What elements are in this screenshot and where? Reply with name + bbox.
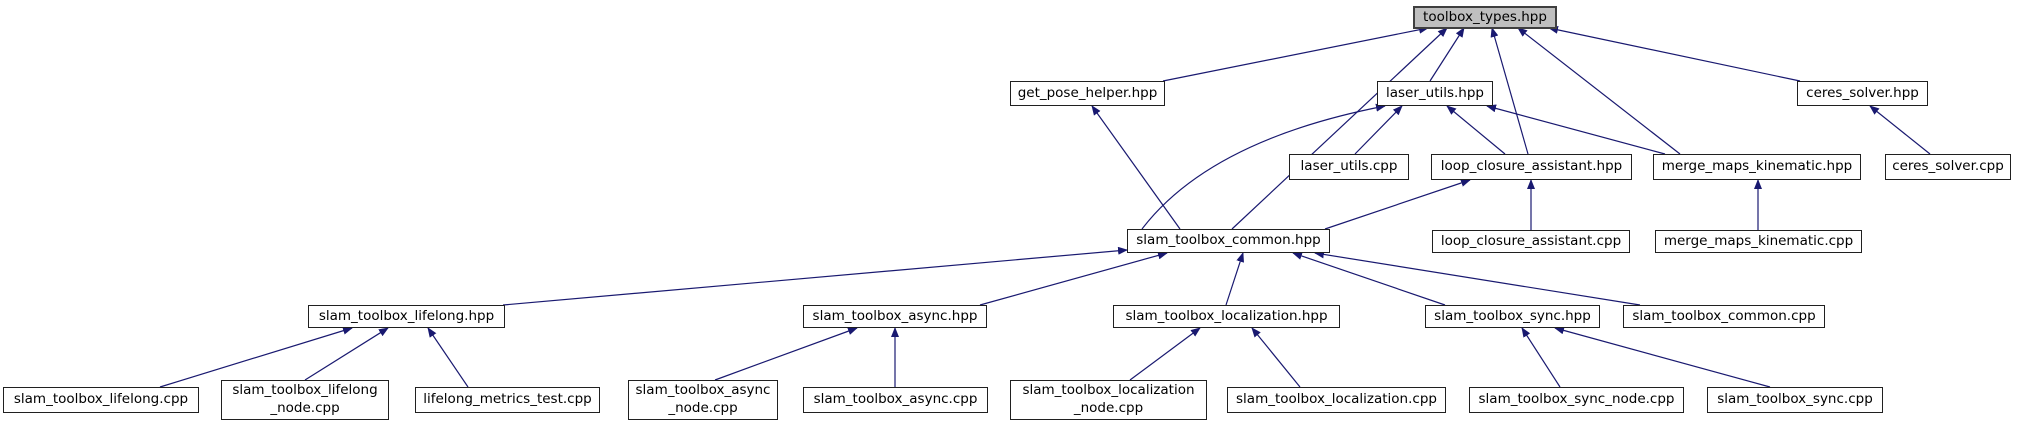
node-label: slam_toolbox_localization — [1022, 382, 1195, 399]
node-get-pose-helper-hpp[interactable]: get_pose_helper.hpp — [1010, 81, 1165, 106]
node-label: slam_toolbox_sync.hpp — [1434, 307, 1591, 324]
node-laser-utils-cpp[interactable]: laser_utils.cpp — [1289, 154, 1409, 180]
node-label: slam_toolbox_lifelong — [232, 382, 378, 399]
node-label: _node.cpp — [270, 400, 340, 416]
node-label: laser_utils.cpp — [1300, 158, 1398, 175]
node-label: _node.cpp — [1073, 400, 1144, 416]
node-ceres-solver-hpp[interactable]: ceres_solver.hpp — [1797, 81, 1928, 106]
node-label: lifelong_metrics_test.cpp — [423, 391, 592, 408]
node-ceres-solver-cpp[interactable]: ceres_solver.cpp — [1885, 154, 2011, 180]
node-slam-toolbox-localization-node-cpp[interactable]: slam_toolbox_localization_node.cpp — [1010, 380, 1207, 420]
edge-merge-maps-kinematic-hpp-to-laser-utils-hpp — [1486, 104, 1666, 155]
edge-slam-toolbox-localization-hpp-to-slam-toolbox-common-hpp — [1225, 252, 1245, 306]
node-slam-toolbox-localization-cpp[interactable]: slam_toolbox_localization.cpp — [1227, 387, 1446, 413]
node-slam-toolbox-common-hpp[interactable]: slam_toolbox_common.hpp — [1127, 229, 1330, 253]
edge-slam-toolbox-common-hpp-to-get-pose-helper-hpp — [1091, 105, 1181, 230]
edge-slam-toolbox-lifelong-hpp-to-slam-toolbox-common-hpp — [502, 246, 1128, 306]
node-label: slam_toolbox_lifelong.hpp — [318, 307, 495, 324]
node-label: get_pose_helper.hpp — [1017, 84, 1158, 101]
node-label: loop_closure_assistant.cpp — [1440, 232, 1622, 249]
node-label: slam_toolbox_common.cpp — [1632, 307, 1816, 324]
edge-slam-toolbox-sync-node-cpp-to-slam-toolbox-sync-hpp — [1521, 327, 1561, 388]
node-slam-toolbox-lifelong-cpp[interactable]: slam_toolbox_lifelong.cpp — [3, 387, 199, 413]
node-slam-toolbox-async-node-cpp[interactable]: slam_toolbox_async_node.cpp — [628, 380, 778, 420]
edge-slam-toolbox-common-hpp-to-toolbox-types-hpp — [1231, 27, 1448, 230]
edge-loop-closure-assistant-hpp-to-toolbox-types-hpp — [1490, 27, 1529, 155]
node-label: merge_maps_kinematic.hpp — [1661, 158, 1853, 175]
node-label: loop_closure_assistant.hpp — [1440, 158, 1623, 175]
node-slam-toolbox-common-cpp[interactable]: slam_toolbox_common.cpp — [1623, 305, 1825, 328]
edge-loop-closure-assistant-hpp-to-laser-utils-hpp — [1446, 105, 1506, 155]
node-label: slam_toolbox_sync_node.cpp — [1478, 391, 1675, 408]
edge-ceres-solver-cpp-to-ceres-solver-hpp — [1869, 105, 1931, 155]
node-slam-toolbox-lifelong-hpp[interactable]: slam_toolbox_lifelong.hpp — [308, 305, 505, 328]
node-label: _node.cpp — [668, 400, 738, 416]
edge-lifelong-metrics-test-cpp-to-slam-toolbox-lifelong-hpp — [427, 327, 469, 388]
node-slam-toolbox-localization-hpp[interactable]: slam_toolbox_localization.hpp — [1113, 305, 1340, 328]
edge-slam-toolbox-sync-cpp-to-slam-toolbox-sync-hpp — [1554, 326, 1771, 388]
edge-get-pose-helper-hpp-to-toolbox-types-hpp — [1162, 25, 1429, 82]
edge-laser-utils-hpp-to-toolbox-types-hpp — [1429, 27, 1465, 82]
node-loop-closure-assistant-cpp[interactable]: loop_closure_assistant.cpp — [1432, 230, 1630, 253]
node-slam-toolbox-async-cpp[interactable]: slam_toolbox_async.cpp — [803, 387, 988, 413]
node-loop-closure-assistant-hpp[interactable]: loop_closure_assistant.hpp — [1431, 154, 1632, 180]
edge-slam-toolbox-lifelong-cpp-to-slam-toolbox-lifelong-hpp — [159, 326, 353, 388]
edge-slam-toolbox-localization-cpp-to-slam-toolbox-localization-hpp — [1251, 327, 1301, 388]
node-label: laser_utils.hpp — [1385, 84, 1485, 101]
edge-slam-toolbox-lifelong-node-cpp-to-slam-toolbox-lifelong-hpp — [304, 327, 389, 381]
node-label: ceres_solver.hpp — [1806, 84, 1919, 101]
node-laser-utils-hpp[interactable]: laser_utils.hpp — [1377, 81, 1493, 106]
node-slam-toolbox-lifelong-node-cpp[interactable]: slam_toolbox_lifelong_node.cpp — [221, 380, 389, 420]
node-label: slam_toolbox_common.hpp — [1136, 232, 1321, 249]
node-lifelong-metrics-test-cpp[interactable]: lifelong_metrics_test.cpp — [415, 387, 600, 413]
edge-slam-toolbox-async-hpp-to-slam-toolbox-common-hpp — [979, 251, 1168, 306]
node-label: slam_toolbox_sync.cpp — [1717, 391, 1873, 408]
edge-slam-toolbox-sync-hpp-to-slam-toolbox-common-hpp — [1292, 252, 1446, 306]
node-label: toolbox_types.hpp — [1423, 8, 1547, 25]
edge-slam-toolbox-localization-node-cpp-to-slam-toolbox-localization-hpp — [1129, 327, 1201, 381]
node-label: slam_toolbox_localization.cpp — [1236, 391, 1437, 408]
edge-slam-toolbox-common-cpp-to-slam-toolbox-common-hpp — [1314, 250, 1641, 306]
node-toolbox-types-hpp: toolbox_types.hpp — [1413, 6, 1557, 29]
node-merge-maps-kinematic-hpp[interactable]: merge_maps_kinematic.hpp — [1653, 154, 1861, 180]
node-label: slam_toolbox_lifelong.cpp — [13, 391, 189, 408]
node-slam-toolbox-sync-cpp[interactable]: slam_toolbox_sync.cpp — [1707, 387, 1883, 413]
node-slam-toolbox-async-hpp[interactable]: slam_toolbox_async.hpp — [803, 305, 987, 328]
node-label: slam_toolbox_async.hpp — [812, 307, 978, 324]
node-label: slam_toolbox_localization.hpp — [1125, 307, 1328, 324]
node-label: slam_toolbox_async — [635, 382, 771, 399]
node-slam-toolbox-sync-node-cpp[interactable]: slam_toolbox_sync_node.cpp — [1469, 387, 1684, 413]
node-label: ceres_solver.cpp — [1892, 158, 2004, 175]
edge-laser-utils-cpp-to-laser-utils-hpp — [1354, 105, 1403, 155]
edge-merge-maps-kinematic-hpp-to-toolbox-types-hpp — [1517, 27, 1681, 155]
node-label: slam_toolbox_async.cpp — [813, 391, 978, 408]
node-slam-toolbox-sync-hpp[interactable]: slam_toolbox_sync.hpp — [1425, 305, 1600, 328]
node-merge-maps-kinematic-cpp[interactable]: merge_maps_kinematic.cpp — [1655, 230, 1862, 253]
edge-ceres-solver-hpp-to-toolbox-types-hpp — [1548, 25, 1801, 82]
node-label: merge_maps_kinematic.cpp — [1663, 232, 1854, 249]
edge-slam-toolbox-async-node-cpp-to-slam-toolbox-async-hpp — [714, 327, 858, 381]
edge-slam-toolbox-common-hpp-to-loop-closure-assistant-hpp — [1324, 179, 1471, 230]
